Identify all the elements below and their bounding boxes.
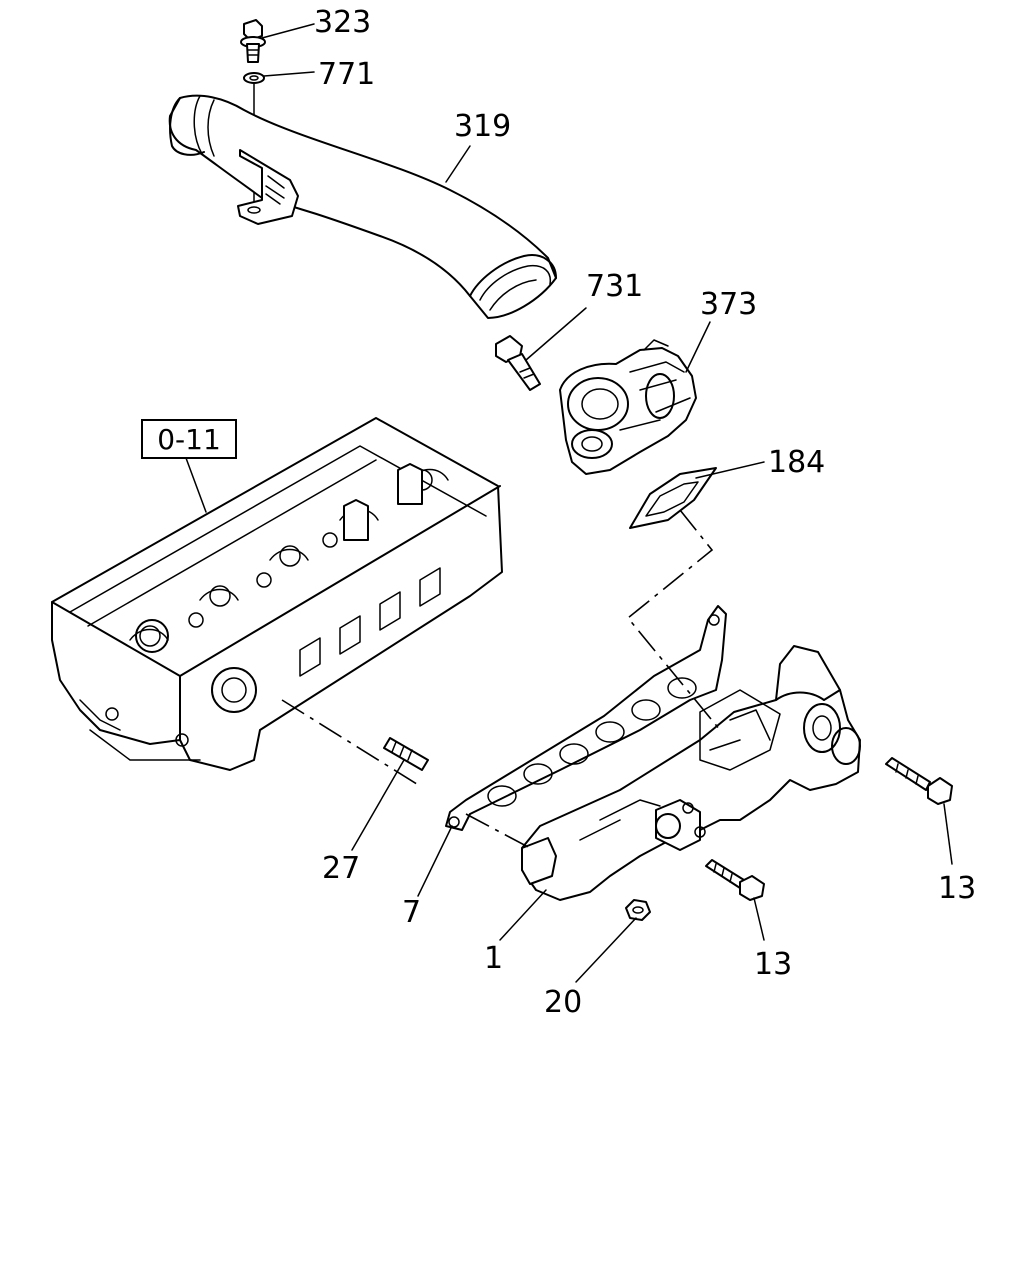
bolt-323[interactable] <box>240 19 266 63</box>
throttle-body-373[interactable] <box>559 339 697 475</box>
label-7: 7 <box>402 895 421 930</box>
air-pipe-319[interactable] <box>168 94 557 319</box>
assembly-line-gasket-to-manifold <box>465 813 531 849</box>
label-184: 184 <box>768 445 825 480</box>
label-771: 771 <box>318 57 375 92</box>
leader-lines <box>261 23 953 983</box>
label-373: 373 <box>700 287 757 322</box>
washer-771[interactable] <box>243 72 265 84</box>
gasket-184[interactable] <box>629 467 717 529</box>
label-20: 20 <box>544 985 582 1020</box>
intake-manifold-1[interactable] <box>521 645 861 901</box>
stud-27[interactable] <box>383 737 429 771</box>
label-27: 27 <box>322 851 360 886</box>
bolt-731[interactable] <box>495 335 541 391</box>
assembly-line-gasket-184 <box>626 509 721 731</box>
label-319: 319 <box>454 109 511 144</box>
label-731: 731 <box>586 269 643 304</box>
cylinder-head <box>51 417 503 771</box>
nut-20[interactable] <box>625 899 651 921</box>
reference-box-label: 0-11 <box>157 423 221 456</box>
label-323: 323 <box>314 5 371 40</box>
bolt-13-lower[interactable] <box>705 859 765 901</box>
bolt-13-right[interactable] <box>885 757 953 805</box>
reference-box-0-11[interactable]: 0-11 <box>141 419 237 459</box>
label-13-lower: 13 <box>754 947 792 982</box>
leader-0-11 <box>185 457 207 513</box>
label-13-right: 13 <box>938 871 976 906</box>
label-1: 1 <box>484 941 503 976</box>
manifold-gasket-7[interactable] <box>445 605 727 831</box>
